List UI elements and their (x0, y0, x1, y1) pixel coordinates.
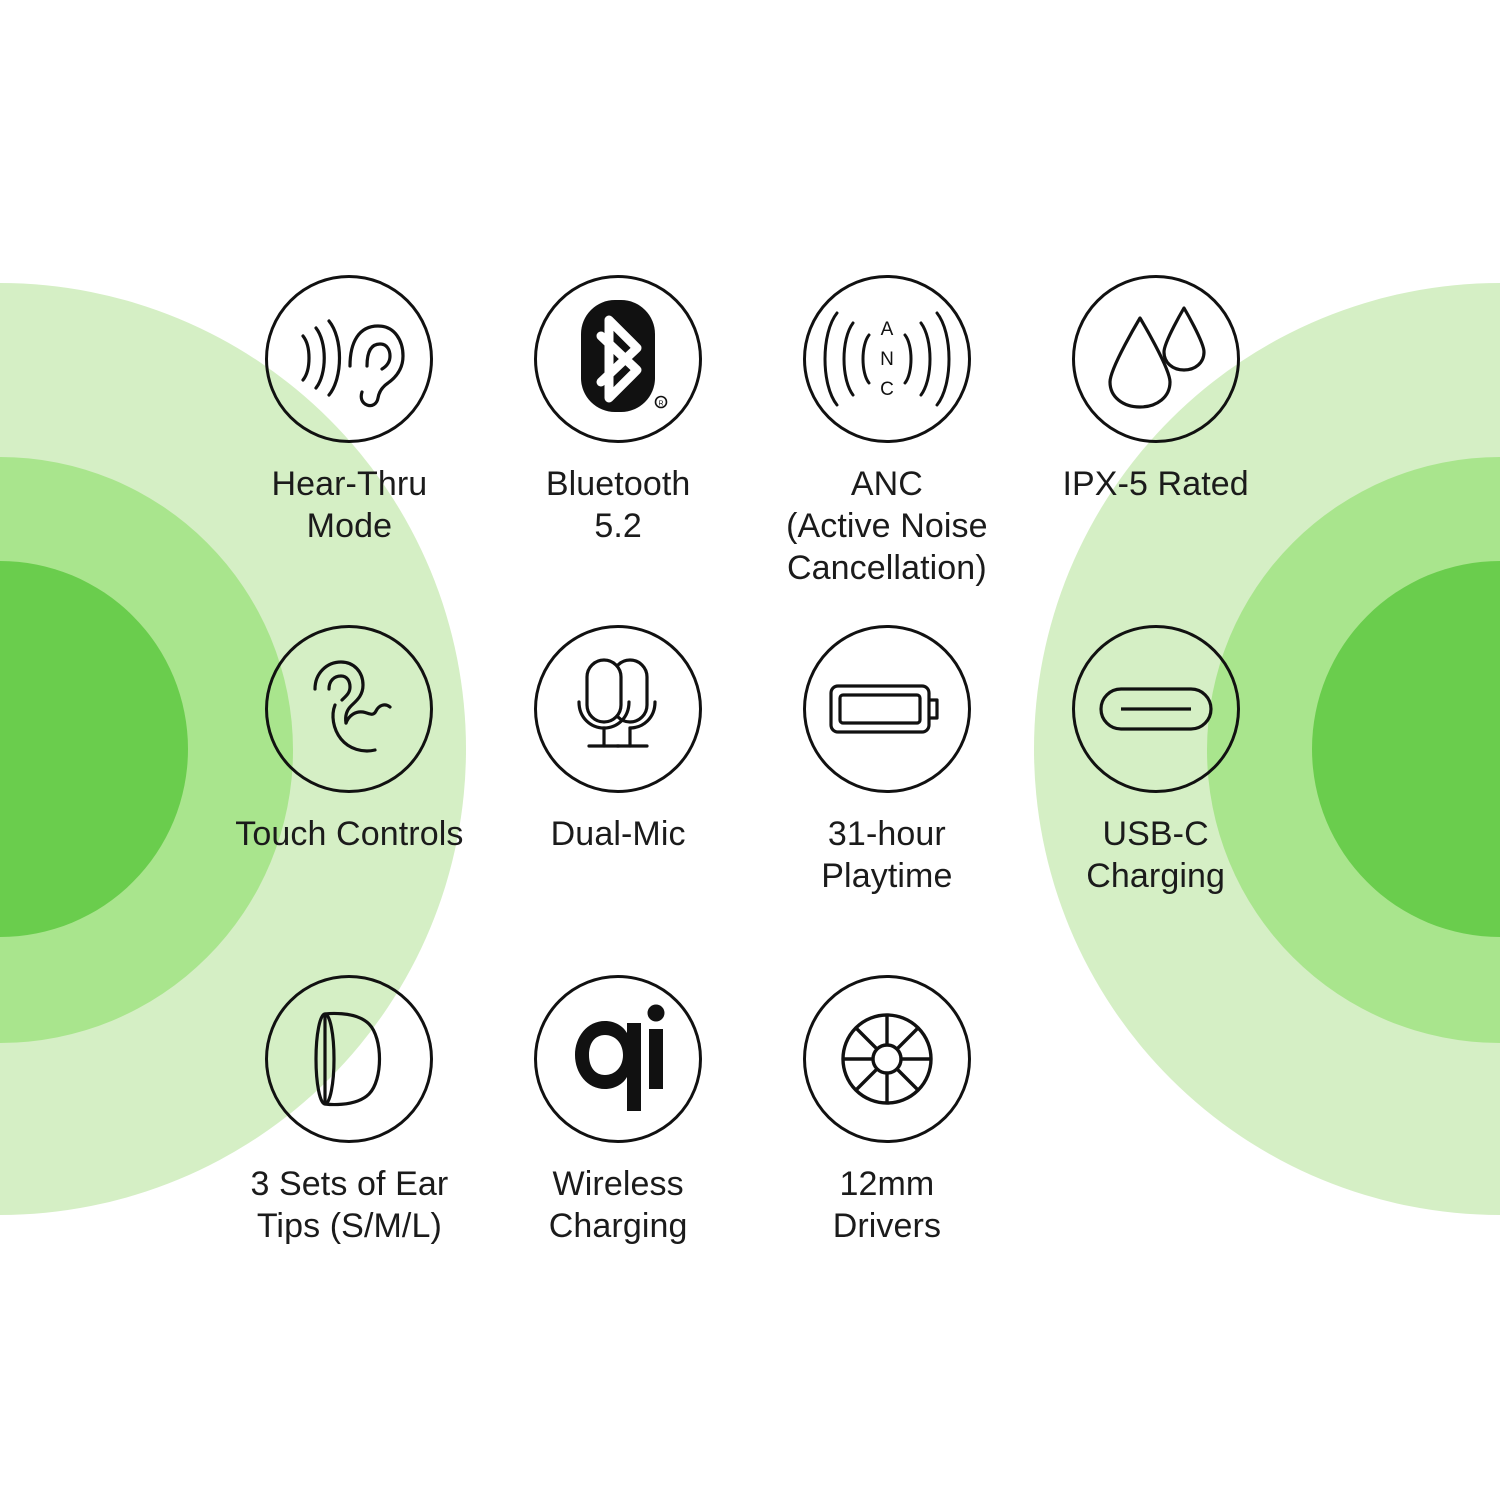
feature-tile-bluetooth: R Bluetooth 5.2 (484, 275, 753, 625)
feature-tile-dual-mic: Dual-Mic (484, 625, 753, 975)
dual-microphone-icon (534, 625, 703, 793)
green-circle-inner-right (1312, 561, 1500, 937)
feature-label: 12mm Drivers (832, 1165, 942, 1245)
feature-label: Hear-Thru Mode (271, 465, 428, 545)
feature-label: Wireless Charging (548, 1165, 688, 1245)
feature-label: Dual-Mic (550, 815, 686, 853)
hear-thru-ear-icon (265, 275, 434, 443)
feature-tile-usb-c: USB-C Charging (1021, 625, 1290, 975)
anc-letter-n: N (880, 349, 894, 370)
water-droplets-icon (1071, 275, 1240, 443)
bluetooth-icon: R (534, 275, 703, 443)
anc-letter-a: A (881, 319, 894, 340)
feature-label: 3 Sets of Ear Tips (S/M/L) (250, 1165, 449, 1245)
feature-label: ANC (Active Noise Cancellation) (786, 465, 988, 587)
qi-wireless-icon (534, 975, 703, 1143)
feature-label: Touch Controls (235, 815, 464, 853)
feature-tile-hear-thru: Hear-Thru Mode (215, 275, 484, 625)
feature-tile-ear-tips: 3 Sets of Ear Tips (S/M/L) (215, 975, 484, 1325)
feature-tile-drivers: 12mm Drivers (753, 975, 1022, 1325)
feature-tile-wireless-charging: Wireless Charging (484, 975, 753, 1325)
usb-c-port-icon (1071, 625, 1240, 793)
anc-letter-c: C (880, 379, 894, 400)
battery-icon (802, 625, 971, 793)
ear-tip-icon (265, 975, 434, 1143)
features-grid: Hear-Thru Mode R Bluetooth 5.2 (215, 275, 1290, 1325)
feature-label: USB-C Charging (1086, 815, 1226, 895)
speaker-driver-icon (802, 975, 971, 1143)
svg-text:R: R (659, 401, 664, 408)
feature-label: 31-hour Playtime (821, 815, 953, 895)
feature-tile-playtime: 31-hour Playtime (753, 625, 1022, 975)
feature-label: Bluetooth 5.2 (545, 465, 691, 545)
feature-tile-touch-controls: Touch Controls (215, 625, 484, 975)
feature-label: IPX-5 Rated (1062, 465, 1249, 503)
green-circle-inner-left (0, 561, 188, 937)
touch-control-ear-icon (265, 625, 434, 793)
anc-waves-icon: A N C (802, 275, 971, 443)
feature-tile-ipx5: IPX-5 Rated (1021, 275, 1290, 625)
feature-tile-anc: A N C ANC (Active Noise Cancellation) (753, 275, 1022, 625)
